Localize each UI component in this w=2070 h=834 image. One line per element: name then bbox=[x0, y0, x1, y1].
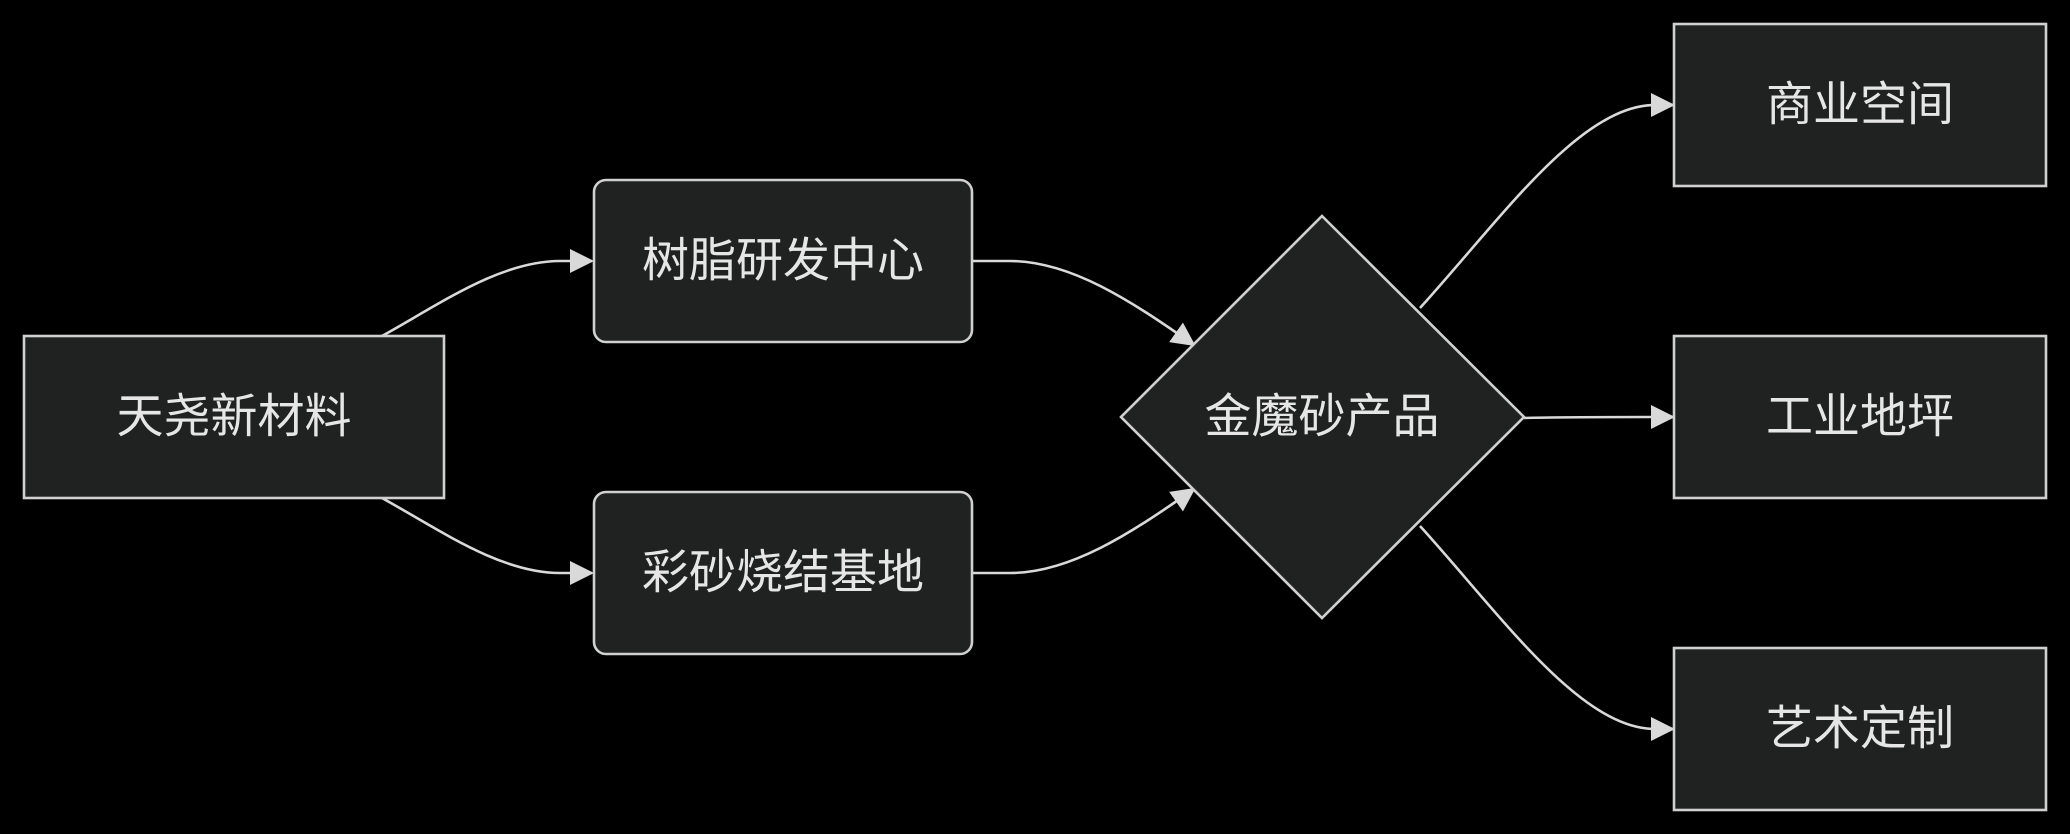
node-product-diamond bbox=[1119, 214, 1526, 620]
node-art[interactable]: 艺术定制 bbox=[1672, 646, 2048, 812]
node-resin-center-label: 树脂研发中心 bbox=[642, 234, 924, 289]
node-product[interactable]: 金魔砂产品 bbox=[1119, 214, 1526, 620]
edge-source-to-sand-base bbox=[381, 496, 594, 585]
node-art-label: 艺术定制 bbox=[1766, 702, 1954, 757]
node-sand-base-box bbox=[592, 490, 974, 656]
node-sand-base[interactable]: 彩砂烧结基地 bbox=[592, 490, 974, 656]
node-commercial-box bbox=[1672, 22, 2048, 188]
edge-sand-base-to-product bbox=[972, 487, 1196, 575]
node-art-box bbox=[1672, 646, 2048, 812]
node-source-box bbox=[22, 334, 446, 500]
edge-product-to-art bbox=[1419, 525, 1675, 741]
edge-product-to-industrial bbox=[1523, 405, 1675, 430]
edge-source-to-resin-center bbox=[381, 249, 594, 338]
node-industrial[interactable]: 工业地坪 bbox=[1672, 334, 2048, 500]
node-industrial-label: 工业地坪 bbox=[1766, 390, 1954, 445]
node-sand-base-label: 彩砂烧结基地 bbox=[642, 546, 924, 601]
node-source-label: 天尧新材料 bbox=[117, 390, 352, 445]
node-resin-center[interactable]: 树脂研发中心 bbox=[592, 178, 974, 344]
node-source[interactable]: 天尧新材料 bbox=[22, 334, 446, 500]
node-resin-center-box bbox=[592, 178, 974, 344]
node-commercial[interactable]: 商业空间 bbox=[1672, 22, 2048, 188]
node-industrial-box bbox=[1672, 334, 2048, 500]
edge-product-to-commercial bbox=[1419, 93, 1675, 309]
edge-resin-center-to-product bbox=[972, 259, 1196, 347]
nodes: 天尧新材料 树脂研发中心 彩砂烧结基地 金魔砂产品 商业空间 工业地坪 艺术定制 bbox=[22, 22, 2048, 812]
edges bbox=[381, 93, 1675, 741]
node-product-label: 金魔砂产品 bbox=[1205, 390, 1440, 445]
node-commercial-label: 商业空间 bbox=[1766, 78, 1954, 133]
